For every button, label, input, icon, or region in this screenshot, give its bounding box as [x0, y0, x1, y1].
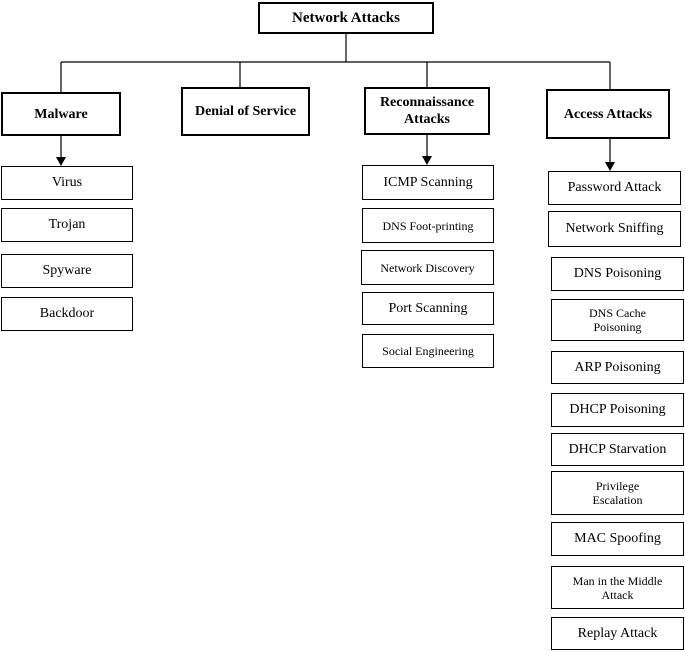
category-denial-of-service: Denial of Service	[181, 87, 310, 136]
malware-item: Backdoor	[1, 297, 133, 331]
recon-item: Network Discovery	[361, 250, 494, 285]
access-item: Password Attack	[548, 171, 681, 205]
access-item: MAC Spoofing	[551, 522, 684, 556]
access-item: Man in the Middle Attack	[551, 566, 684, 609]
access-item: DHCP Starvation	[551, 433, 684, 466]
category-malware: Malware	[1, 92, 121, 136]
arrowhead-recon	[422, 156, 432, 165]
access-item: Privilege Escalation	[551, 471, 684, 515]
access-item: DNS Poisoning	[551, 257, 684, 291]
access-item: DNS Cache Poisoning	[551, 299, 684, 341]
access-item: Network Sniffing	[548, 211, 681, 247]
category-reconnaissance: Reconnaissance Attacks	[364, 87, 490, 135]
category-access-attacks: Access Attacks	[546, 89, 670, 139]
malware-item: Spyware	[1, 254, 133, 288]
access-item: Replay Attack	[551, 617, 684, 650]
arrowhead-malware	[56, 157, 66, 166]
recon-item: ICMP Scanning	[362, 165, 494, 200]
recon-item: Port Scanning	[362, 292, 494, 325]
recon-item: DNS Foot-printing	[362, 208, 494, 243]
access-item: ARP Poisoning	[551, 351, 684, 384]
malware-item: Virus	[1, 166, 133, 200]
access-item: DHCP Poisoning	[551, 393, 684, 427]
recon-item: Social Engineering	[362, 334, 494, 368]
root-node: Network Attacks	[258, 2, 434, 34]
arrowhead-access	[605, 162, 615, 171]
malware-item: Trojan	[1, 208, 133, 242]
